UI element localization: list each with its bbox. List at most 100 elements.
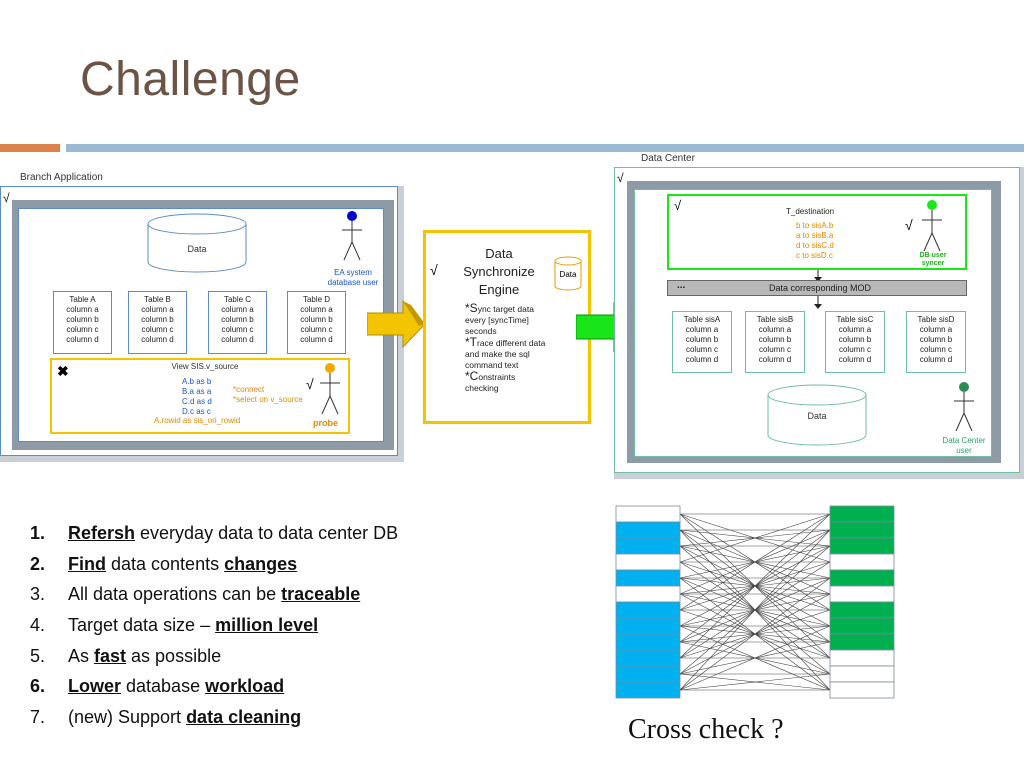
branch-table-a: Table A column a column b column c colum… bbox=[53, 291, 112, 354]
probe-label: probe bbox=[313, 418, 339, 428]
table-column: column b bbox=[919, 335, 953, 344]
crosscheck-left-row bbox=[615, 665, 681, 683]
datacenter-user-label-line: Data Center bbox=[942, 436, 986, 445]
crosscheck-link bbox=[679, 513, 831, 659]
requirement-keyword: Find bbox=[68, 553, 106, 574]
branch-table-d: Table D column a column b column c colum… bbox=[287, 291, 346, 354]
engine-item-text: command text bbox=[465, 360, 519, 370]
crosscheck-right-row bbox=[829, 585, 895, 603]
table-column: column a bbox=[221, 305, 254, 314]
destination-check: √ bbox=[674, 198, 682, 213]
table-column: column b bbox=[66, 315, 99, 324]
table-column: column c bbox=[141, 325, 174, 334]
table-name: Table D bbox=[302, 295, 331, 304]
sync-in-arrow-icon bbox=[367, 299, 426, 349]
requirement-keyword: fast bbox=[94, 645, 127, 666]
branch-table-b: Table B column a column b column c colum… bbox=[128, 291, 187, 354]
table-column: column a bbox=[66, 305, 99, 314]
crosscheck-link bbox=[679, 513, 831, 611]
table-column: column a bbox=[300, 305, 333, 314]
crosscheck-right-row bbox=[829, 505, 895, 523]
crosscheck-right-row bbox=[829, 601, 895, 619]
table-column: column a bbox=[685, 325, 719, 334]
crosscheck-right-row bbox=[829, 681, 895, 699]
title-rule-blue bbox=[66, 144, 1024, 152]
view-notes: *connect *select on v_source bbox=[233, 385, 303, 405]
requirement-number: 6. bbox=[30, 676, 46, 697]
engine-item: *Trace different data bbox=[465, 336, 545, 349]
probe-actor-icon bbox=[320, 363, 340, 415]
table-column: column b bbox=[300, 315, 333, 324]
table-column: column b bbox=[838, 335, 872, 344]
crosscheck-right-row bbox=[829, 665, 895, 683]
branch-db-label: Data bbox=[187, 244, 207, 254]
view-note: *connect bbox=[233, 385, 265, 394]
table-column: column b bbox=[758, 335, 792, 344]
syncer-actor-icon bbox=[922, 200, 942, 252]
table-name: Table C bbox=[223, 295, 252, 304]
table-column: column b bbox=[685, 335, 719, 344]
table-column: column d bbox=[838, 355, 872, 364]
table-column: column d bbox=[685, 355, 719, 364]
branch-label: Branch Application bbox=[20, 172, 103, 183]
view-mapping: B.a as a bbox=[182, 387, 212, 396]
engine-items: *Sync target data every [syncTime] secon… bbox=[465, 302, 545, 394]
crosscheck-link bbox=[679, 513, 831, 563]
engine-item-text: seconds bbox=[465, 326, 497, 336]
table-column: column d bbox=[919, 355, 953, 364]
crosscheck-left-row bbox=[615, 553, 681, 571]
requirement-item: 4.Target data size – million level bbox=[30, 610, 398, 641]
table-column: column c bbox=[685, 345, 718, 354]
view-note: *select on v_source bbox=[233, 395, 303, 404]
destination-mapping: b to sisA.b bbox=[796, 221, 834, 230]
table-name: Table B bbox=[144, 295, 171, 304]
table-name: Table sisB bbox=[756, 315, 794, 324]
table-name: Table A bbox=[69, 295, 96, 304]
requirement-text: as possible bbox=[126, 645, 222, 666]
table-column: column b bbox=[221, 315, 254, 324]
table-column: column d bbox=[141, 335, 174, 344]
requirement-keyword: data cleaning bbox=[186, 707, 302, 728]
requirement-number: 5. bbox=[30, 645, 46, 666]
crosscheck-right-row bbox=[829, 553, 895, 571]
destination-mapping: a to sisB.a bbox=[796, 231, 834, 240]
engine-item-text: every [syncTime] bbox=[465, 315, 529, 325]
engine-item-initial: *C bbox=[465, 369, 479, 383]
crosscheck-link bbox=[679, 577, 831, 691]
table-column: column a bbox=[758, 325, 792, 334]
crosscheck-right-row bbox=[829, 521, 895, 539]
datacenter-user-actor-icon bbox=[954, 382, 974, 432]
dc-table-sisc: Table sisC column a column b column c co… bbox=[825, 311, 885, 373]
title-rule-orange bbox=[0, 144, 60, 152]
table-column: column a bbox=[141, 305, 174, 314]
requirement-text: Target data size – bbox=[68, 615, 216, 636]
crosscheck-left-row bbox=[615, 617, 681, 635]
crosscheck-left-row bbox=[615, 521, 681, 539]
datacenter-db-label: Data bbox=[807, 411, 827, 421]
crosscheck-left-row bbox=[615, 537, 681, 555]
crosscheck-link bbox=[679, 673, 831, 691]
view-mapping: A.b as b bbox=[182, 377, 212, 386]
destination-title: T_destination bbox=[785, 207, 835, 216]
requirement-item: 6.Lower database workload bbox=[30, 671, 398, 702]
destination-mapping: d to sisC.d bbox=[796, 241, 834, 250]
mod-to-tables-arrow-icon bbox=[814, 296, 822, 309]
requirement-text: database bbox=[121, 676, 206, 697]
view-cross-mark-icon: ✖ bbox=[57, 363, 69, 379]
crosscheck-left-row bbox=[615, 569, 681, 587]
destination-mappings: b to sisA.b a to sisB.a d to sisC.d c to… bbox=[796, 221, 834, 261]
table-column: column d bbox=[66, 335, 99, 344]
mod-label: Data corresponding MOD bbox=[768, 283, 872, 293]
syncer-label: DB user syncer bbox=[910, 252, 956, 268]
table-column: column a bbox=[838, 325, 872, 334]
crosscheck-left-row bbox=[615, 681, 681, 699]
requirement-keyword: traceable bbox=[281, 584, 361, 605]
crosscheck-left-row bbox=[615, 633, 681, 651]
requirement-keyword: changes bbox=[224, 553, 298, 574]
table-name: Table sisD bbox=[917, 315, 955, 324]
slide-title: Challenge bbox=[80, 53, 301, 106]
requirement-number: 7. bbox=[30, 707, 46, 728]
branch-check: √ bbox=[3, 191, 10, 205]
requirement-keyword: Refersh bbox=[68, 523, 136, 543]
datacenter-user-label: Data Center user bbox=[934, 436, 994, 456]
